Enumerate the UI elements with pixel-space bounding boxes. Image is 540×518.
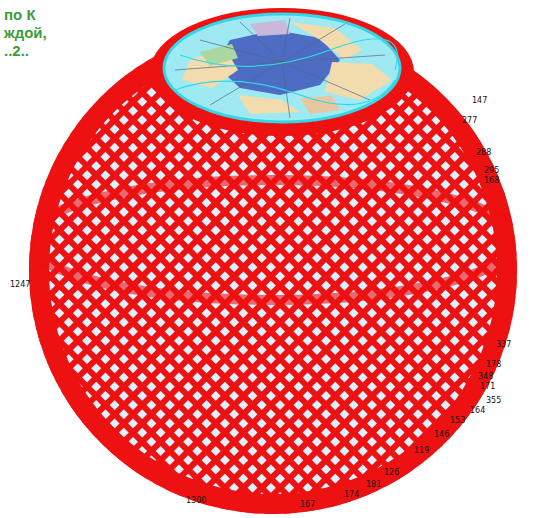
point-number: 1247: [10, 280, 30, 289]
point-number: 164: [470, 406, 485, 415]
cap-ring: [150, 8, 414, 136]
heading-fragment: по К: [4, 6, 36, 23]
point-number: 153: [450, 416, 465, 425]
point-number: 181: [366, 480, 381, 489]
grid-sphere: [29, 26, 517, 514]
point-number: 174: [344, 490, 359, 499]
grid-shading: [29, 26, 517, 514]
point-number: 295: [484, 166, 499, 175]
point-number: 167: [300, 500, 315, 509]
heading-fragment: ..2..: [4, 42, 29, 59]
point-number: 178: [486, 360, 501, 369]
point-number: 337: [496, 340, 511, 349]
point-number: 348: [478, 372, 493, 381]
heading-fragment: ждой,: [4, 24, 47, 41]
point-number: 355: [486, 396, 501, 405]
point-number: 288: [476, 148, 491, 157]
point-number: 168: [484, 176, 499, 185]
point-number: 1300: [186, 496, 206, 505]
point-number: 277: [462, 116, 477, 125]
point-number: 119: [414, 446, 429, 455]
arctic-cap: [164, 14, 400, 122]
point-number: 126: [384, 468, 399, 477]
point-number: 147: [472, 96, 487, 105]
arctic-map: [175, 18, 397, 118]
point-number: 171: [480, 382, 495, 391]
point-number: 146: [434, 430, 449, 439]
